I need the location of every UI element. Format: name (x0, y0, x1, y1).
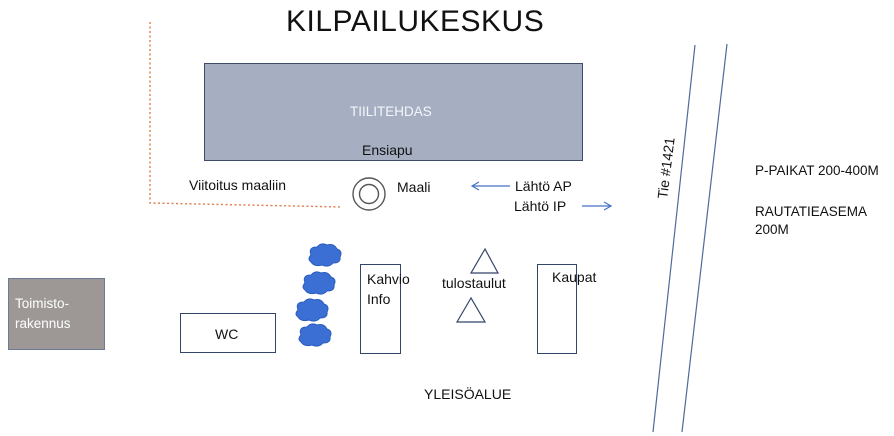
wc-label: WC (215, 326, 239, 342)
wc-building (180, 313, 276, 353)
triangle-icon (469, 247, 500, 274)
start-ap-label: Lähtö AP (515, 178, 572, 194)
results-boards-label: tulostaulut (442, 275, 506, 291)
start-ip-label: Lähtö IP (514, 198, 567, 214)
office-building (8, 278, 105, 350)
tree-icon (308, 243, 342, 267)
factory-label: TIILITEHDAS (350, 104, 432, 119)
tree-icon (298, 323, 332, 347)
arrow-left-icon (470, 181, 510, 191)
cafe-info-building (360, 264, 401, 354)
shops-building (537, 264, 577, 354)
factory-building (204, 63, 583, 161)
arrow-right-icon (582, 201, 613, 211)
triangle-icon (455, 296, 487, 323)
railway-label: RAUTATIEASEMA 200M (755, 204, 868, 237)
road-edge-right (681, 43, 728, 433)
first-aid-label: Ensiapu (362, 142, 413, 158)
signage-label: Viitoitus maaliin (189, 177, 287, 193)
finish-circle-icon (352, 177, 386, 211)
audience-area-label: YLEISÖALUE (424, 386, 512, 402)
signage-path (149, 22, 343, 208)
shops-label: Kaupat (552, 269, 597, 285)
map-title: KILPAILUKESKUS (286, 5, 545, 38)
tree-icon (295, 298, 329, 322)
office-label: Toimisto- rakennus (15, 296, 71, 331)
road-edge-left (652, 44, 696, 433)
tree-icon (302, 271, 336, 295)
cafe-info-label: Kahvio Info (367, 271, 410, 307)
finish-label: Maali (397, 179, 431, 195)
parking-label: P-PAIKAT 200-400M (755, 163, 879, 178)
